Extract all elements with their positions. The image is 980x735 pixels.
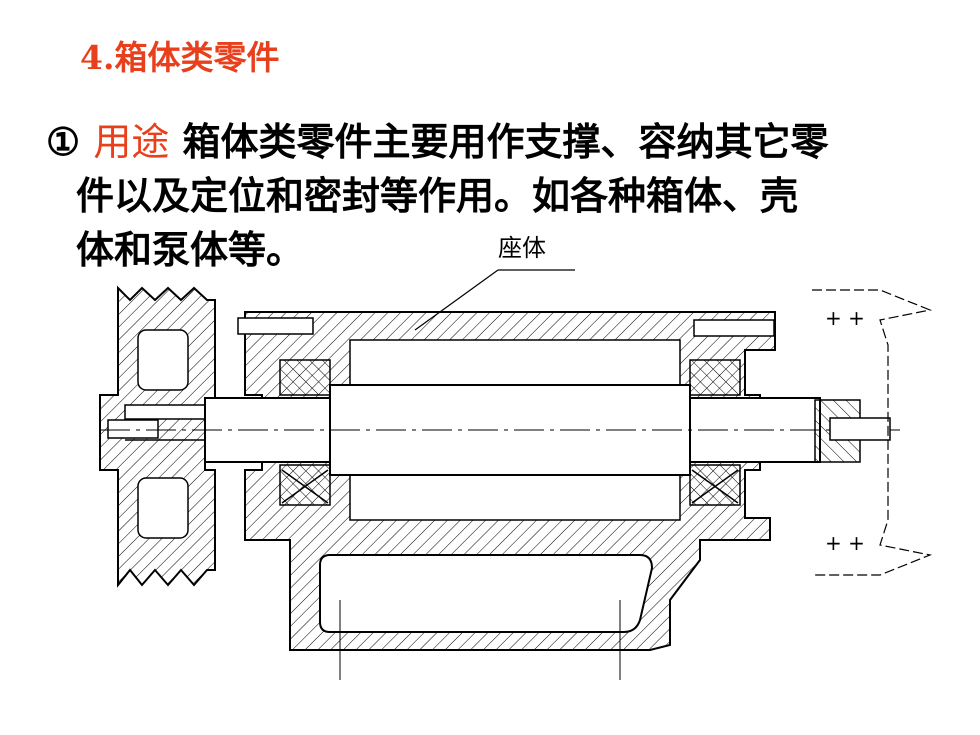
housing-callout-label: 座体 xyxy=(498,234,546,262)
shaft xyxy=(100,384,900,476)
svg-text:+ +: + + xyxy=(825,531,865,555)
housing xyxy=(237,311,776,651)
body-paragraph: ① 用途 箱体类零件主要用作支撑、容纳其它零 件以及定位和密封等作用。如各种箱体… xyxy=(46,115,956,277)
paragraph-line-1: ① 用途 箱体类零件主要用作支撑、容纳其它零 xyxy=(46,115,956,169)
keyword-highlight: 用途 xyxy=(93,120,170,164)
end-coupling: + + + + xyxy=(812,289,933,576)
center-lines xyxy=(339,600,621,680)
slide-heading: 4.箱体类零件 xyxy=(80,38,280,77)
pulley xyxy=(99,285,216,588)
list-marker: ① xyxy=(46,119,81,164)
svg-text:+ +: + + xyxy=(825,306,865,330)
paragraph-line-3: 体和泵体等。 xyxy=(76,227,305,272)
paragraph-line-1-text: 箱体类零件主要用作支撑、容纳其它零 xyxy=(169,119,829,164)
paragraph-line-2: 件以及定位和密封等作用。如各种箱体、壳 xyxy=(76,173,799,218)
